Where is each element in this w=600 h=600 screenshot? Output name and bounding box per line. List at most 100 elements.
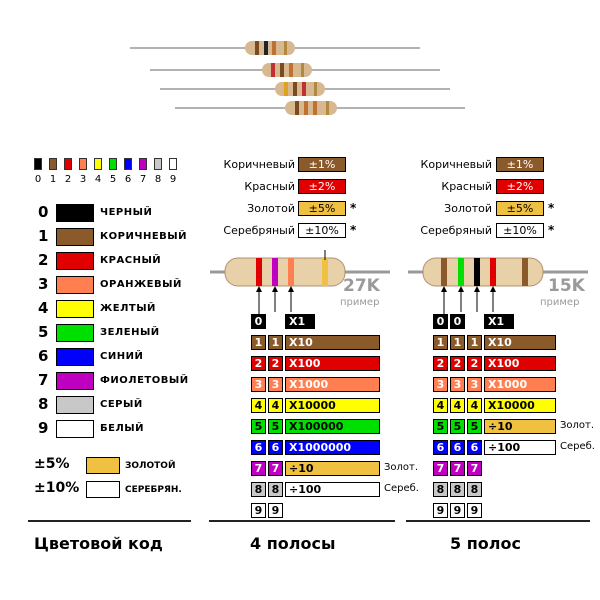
band-multiplier-cell: X10: [484, 335, 556, 350]
band-side-label: Сереб.: [384, 483, 419, 494]
legend-tol-pct: ±5%: [34, 456, 70, 472]
band-digit-cell: 6: [433, 440, 448, 455]
legend-row-name: ЗЕЛЕНЫЙ: [100, 327, 160, 338]
strip-swatch: [49, 158, 57, 170]
strip-digit: 9: [169, 174, 177, 185]
legend-row-digit: 8: [38, 395, 49, 413]
band-digit-cell: 7: [450, 461, 465, 476]
band-digit-cell: 2: [433, 356, 448, 371]
legend-row-name: ЖЕЛТЫЙ: [100, 303, 156, 314]
tol-label: Серебряный: [223, 224, 295, 237]
legend-row-name: СЕРЫЙ: [100, 399, 143, 410]
tol-label: Золотой: [247, 202, 295, 215]
tol-value-box: ±10%: [298, 223, 346, 238]
legend-tol-swatch: [86, 457, 120, 474]
band-digit-cell: 5: [467, 419, 482, 434]
band-multiplier-cell: X100: [285, 356, 380, 371]
legend-row-swatch: [56, 396, 94, 414]
band-digit-cell: 7: [433, 461, 448, 476]
example-5band-label: пример: [540, 297, 580, 308]
resistor-4: [175, 101, 465, 115]
legend-row-digit: 4: [38, 299, 49, 317]
resistor-3: [160, 82, 450, 96]
band-digit-cell: 8: [268, 482, 283, 497]
legend-row-digit: 5: [38, 323, 49, 341]
tol-value-box: ±2%: [298, 179, 346, 194]
resistors-photo: [130, 41, 465, 115]
tol-value-box: ±10%: [496, 223, 544, 238]
band-digit-cell: 4: [268, 398, 283, 413]
strip-swatch: [154, 158, 162, 170]
legend-row-swatch: [56, 276, 94, 294]
legend-row-digit: 3: [38, 275, 49, 293]
tol-label: Золотой: [444, 202, 492, 215]
band-digit-cell: 9: [450, 503, 465, 518]
band-multiplier-cell: ÷100: [484, 440, 556, 455]
band-multiplier-cell: ÷100: [285, 482, 380, 497]
legend-row-swatch: [56, 228, 94, 246]
strip-swatch: [109, 158, 117, 170]
strip-swatch: [94, 158, 102, 170]
resistor-5band-diagram: [408, 257, 588, 328]
tol-label: Серебряный: [420, 224, 492, 237]
legend-row-name: БЕЛЫЙ: [100, 423, 144, 434]
band-digit-cell: 2: [268, 356, 283, 371]
band-side-label: Золот.: [384, 462, 419, 473]
band-digit-cell: 6: [467, 440, 482, 455]
band-digit-cell: 3: [433, 377, 448, 392]
footer-color-code: Цветовой код: [34, 534, 163, 553]
band-digit-cell: 2: [467, 356, 482, 371]
band-digit-cell: 5: [268, 419, 283, 434]
band-digit-cell: 4: [467, 398, 482, 413]
band-digit-cell: 5: [433, 419, 448, 434]
band-digit-cell: 2: [251, 356, 266, 371]
band-digit-cell: 9: [268, 503, 283, 518]
example-4band-label: пример: [340, 297, 380, 308]
tol-star: *: [548, 223, 555, 237]
band-digit-cell: 6: [268, 440, 283, 455]
band-multiplier-cell: X1000: [484, 377, 556, 392]
band-side-label: Сереб.: [560, 441, 595, 452]
band-digit-cell: 6: [251, 440, 266, 455]
footer-five-band: 5 полос: [450, 534, 521, 553]
legend-row-swatch: [56, 324, 94, 342]
legend-row-name: КРАСНЫЙ: [100, 255, 162, 266]
tol-label: Коричневый: [420, 158, 492, 171]
band-digit-cell: 5: [251, 419, 266, 434]
divider-mid: [209, 520, 395, 522]
band-multiplier-cell: X10000: [285, 398, 380, 413]
strip-digit: 1: [49, 174, 57, 185]
tol-value-box: ±1%: [496, 157, 544, 172]
tol-star: *: [548, 201, 555, 215]
legend-row-name: КОРИЧНЕВЫЙ: [100, 231, 188, 242]
tol-value-box: ±1%: [298, 157, 346, 172]
legend-row-name: СИНИЙ: [100, 351, 144, 362]
legend-row-digit: 1: [38, 227, 49, 245]
example-5band-value: 15K: [548, 276, 585, 296]
legend-row-swatch: [56, 372, 94, 390]
legend-tol-name: СЕРЕБРЯН.: [125, 485, 182, 495]
legend-row-swatch: [56, 348, 94, 366]
band-digit-cell: 7: [467, 461, 482, 476]
band-header-cell: X1: [484, 314, 514, 329]
band-multiplier-cell: X100: [484, 356, 556, 371]
band-digit-cell: 1: [467, 335, 482, 350]
tol-label: Красный: [244, 180, 295, 193]
strip-digit: 2: [64, 174, 72, 185]
strip-digit: 5: [109, 174, 117, 185]
tol-value-box: ±2%: [496, 179, 544, 194]
band-digit-cell: 4: [251, 398, 266, 413]
band-digit-cell: 4: [450, 398, 465, 413]
band-digit-cell: 9: [467, 503, 482, 518]
divider-right: [406, 520, 590, 522]
legend-row-swatch: [56, 252, 94, 270]
band-digit-cell: 4: [433, 398, 448, 413]
strip-digit: 8: [154, 174, 162, 185]
legend-tol-swatch: [86, 481, 120, 498]
band-multiplier-cell: X10000: [484, 398, 556, 413]
band-header-cell: 0: [433, 314, 448, 329]
band-digit-cell: 8: [251, 482, 266, 497]
resistor-2: [150, 63, 440, 77]
legend-row-name: ОРАНЖЕВЫЙ: [100, 279, 182, 290]
band-header-cell: 0: [450, 314, 465, 329]
